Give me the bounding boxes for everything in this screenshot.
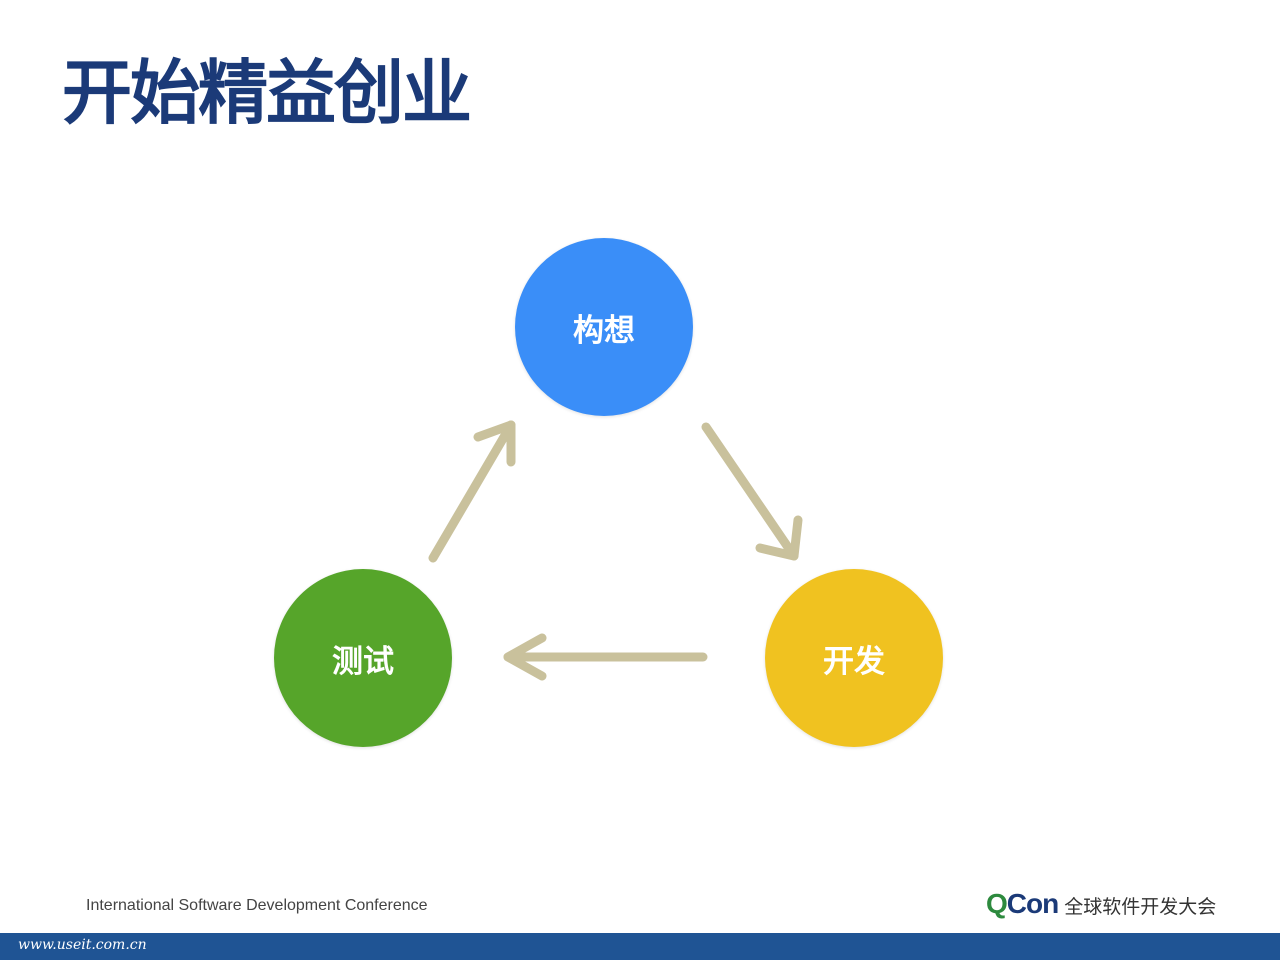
qcon-tagline: 全球软件开发大会 (1064, 896, 1217, 918)
conference-name: International Software Development Confe… (86, 897, 428, 914)
node-build: 开发 (765, 569, 943, 747)
arrow-test-to-idea (428, 420, 516, 563)
arrow-build-to-test (503, 633, 708, 681)
node-test: 测试 (274, 569, 452, 747)
qcon-brand: QCon 全球软件开发大会 (986, 888, 1216, 920)
qcon-logo-q: Q (986, 888, 1008, 919)
qcon-logo-con: Con (1006, 888, 1059, 919)
node-idea-label: 构想 (573, 312, 635, 349)
qcon-logo: QCon (986, 888, 1059, 920)
node-build-label: 开发 (823, 643, 885, 680)
watermark: www.useit.com.cn (18, 937, 147, 953)
node-idea: 构想 (515, 238, 693, 416)
bottom-bar: www.useit.com.cn (0, 933, 1280, 960)
slide-title: 开始精益创业 (62, 52, 472, 134)
node-test-label: 测试 (332, 643, 394, 680)
arrow-idea-to-build (701, 422, 803, 561)
